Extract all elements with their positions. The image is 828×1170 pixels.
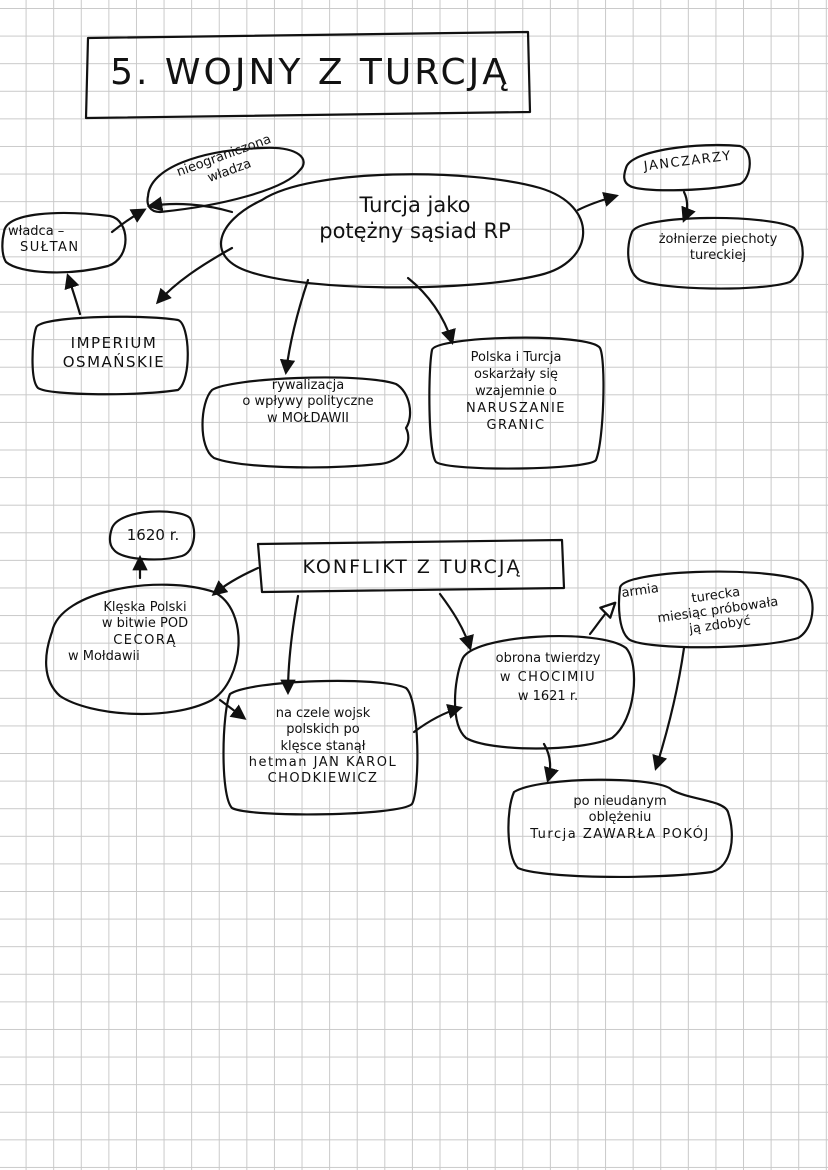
- imperium-label: IMPERIUM OSMAŃSKIE: [62, 334, 166, 371]
- page-title: 5. WOJNY Z TURCJĄ: [110, 52, 510, 93]
- arrow-hetman-to-obrona: [412, 703, 463, 734]
- year-box: [108, 510, 196, 561]
- oskarzenia-label: Polska i Turcja oskarżały się wzajemnie …: [466, 350, 566, 433]
- oskarzenia-box: [428, 336, 605, 470]
- konflikt-label: KONFLIKT Z TURCJĄ: [302, 556, 522, 578]
- pokoj-box: [507, 778, 733, 879]
- arrow-konflikt-to-obrona: [438, 592, 474, 651]
- zolnierze-label: żołnierze piechoty tureckiej: [658, 232, 778, 264]
- arrow-konflikt-to-hetman: [280, 594, 300, 696]
- kleska-box: [45, 583, 240, 716]
- hetman-box: [222, 679, 419, 816]
- nieograniczona-box: [146, 146, 305, 214]
- wladca-label: władca – SUŁTAN: [8, 224, 80, 256]
- arrow-imperium-to-wladca: [64, 273, 82, 316]
- arrow-obrona-to-armia: [588, 601, 617, 636]
- arrow-kleska-to-hetman: [218, 698, 247, 720]
- rywalizacja-label: rywalizacja o wpływy polityczne w MOŁDAW…: [242, 378, 374, 426]
- arrow-wladca-to-nieograniczona: [110, 208, 147, 234]
- center-ellipse: [219, 173, 585, 289]
- kleska-label: Klęska Polski w bitwie POD CECORĄ w Mołd…: [68, 600, 189, 664]
- title-box: [84, 30, 532, 120]
- arrow-armia-to-pokoj: [652, 646, 686, 771]
- armia-box: [617, 570, 814, 649]
- hetman-label: na czele wojsk polskich po klęsce stanął…: [248, 706, 398, 786]
- arrow-center-to-imperium: [155, 246, 234, 305]
- arrow-janczarzy-to-zolnierze: [681, 190, 696, 223]
- pokoj-label: po nieudanym oblężeniu Turcja ZAWARŁA PO…: [530, 794, 710, 842]
- rywalizacja-box: [201, 376, 412, 469]
- arrow-center-to-rywalizacja: [279, 278, 310, 376]
- arrow-center-to-oskarzenia: [406, 276, 456, 345]
- arrow-center-to-janczarzy: [576, 191, 619, 212]
- arrow-obrona-to-pokoj: [542, 742, 559, 783]
- arrow-center-to-nieograniczona: [146, 196, 234, 214]
- arrow-konflikt-to-kleska: [211, 566, 260, 596]
- wladca-box: [1, 211, 127, 274]
- obrona-label: obrona twierdzy w CHOCIMIU w 1621 r.: [495, 651, 601, 704]
- janczarzy-box: [623, 143, 751, 192]
- zolnierze-box: [627, 216, 804, 290]
- center-topic: Turcja jako potężny sąsiad RP: [319, 193, 511, 244]
- year-label: 1620 r.: [126, 526, 180, 544]
- imperium-box: [31, 315, 189, 396]
- obrona-box: [453, 635, 636, 750]
- konflikt-box: [256, 538, 566, 594]
